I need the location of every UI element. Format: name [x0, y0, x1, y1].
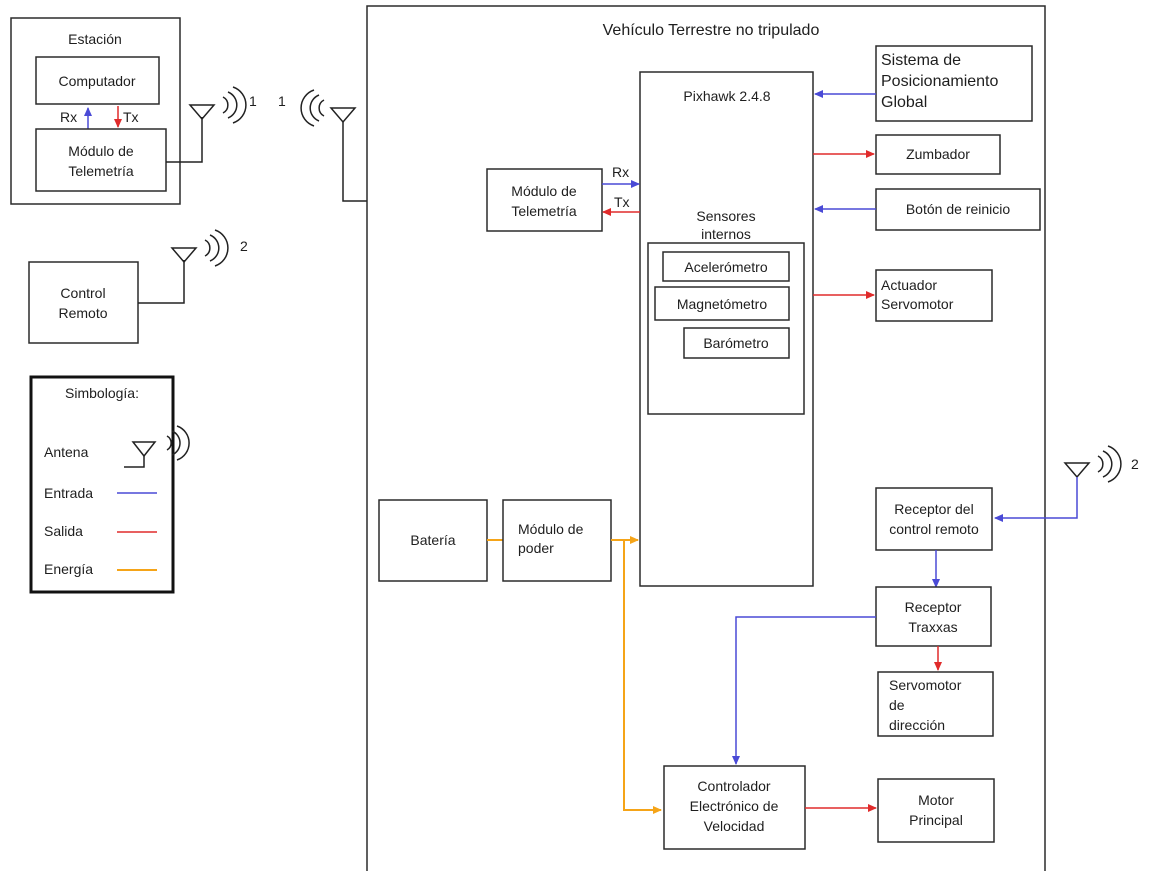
- vehicle-telemetry-box: [486, 168, 603, 232]
- rc-receiver-input-arrow: [994, 477, 1078, 522]
- gps-box: [875, 45, 1033, 122]
- wave-icon: [318, 99, 325, 117]
- antenna-icon: [1063, 462, 1091, 479]
- steering-servo-line1: Servomotor: [889, 677, 962, 693]
- legend-label-input: Entrada: [44, 485, 93, 501]
- antenna-label-2-right: 2: [1131, 456, 1139, 472]
- power-module-line1: Módulo de: [518, 521, 584, 537]
- antenna-icon: [188, 104, 216, 121]
- gps-line3: Global: [881, 94, 927, 111]
- antenna-label-2-left: 2: [240, 238, 248, 254]
- remote-antenna-wire: [138, 260, 185, 304]
- legend-label-energy: Energía: [44, 561, 93, 577]
- remote-control-line2: Remoto: [58, 305, 107, 321]
- station-rx-label: Rx: [60, 109, 77, 125]
- battery-box: [378, 499, 488, 582]
- rc-receiver-line2: control remoto: [889, 521, 979, 537]
- esc-line3: Velocidad: [704, 818, 765, 834]
- power-to-esc-arrow: [623, 540, 662, 814]
- magnetometer-box: [654, 286, 790, 321]
- steering-servo-line3: dirección: [889, 717, 945, 733]
- esc-line1: Controlador: [697, 778, 770, 794]
- reset-button-label: Botón de reinicio: [906, 201, 1011, 217]
- wave-icon: [166, 435, 172, 451]
- vehicle-rx-label: Rx: [612, 164, 629, 180]
- wave-icon: [222, 96, 229, 114]
- wave-icon: [204, 239, 211, 257]
- station-telemetry-line2: Telemetría: [68, 163, 134, 179]
- legend-title: Simbología:: [65, 385, 139, 401]
- battery-label: Batería: [410, 532, 455, 548]
- vehicle-tx-label: Tx: [614, 194, 630, 210]
- legend: Simbología: Antena Entrada Salida Energí…: [29, 375, 190, 594]
- esc-line2: Electrónico de: [690, 798, 779, 814]
- esc-box: [663, 765, 806, 850]
- power-module-line2: poder: [518, 540, 554, 556]
- vehicle-telemetry-line1: Módulo de: [511, 183, 577, 199]
- reset-button-box: [875, 188, 1041, 231]
- pixhawk-label: Pixhawk 2.4.8: [683, 88, 770, 104]
- vehicle-antenna-2: 2: [994, 445, 1139, 522]
- accelerometer-label: Acelerómetro: [684, 259, 767, 275]
- legend-label-output: Salida: [44, 523, 83, 539]
- antenna-label-1-left: 1: [249, 93, 257, 109]
- station-computer-label: Computador: [58, 73, 135, 89]
- rc-receiver-line1: Receptor del: [894, 501, 973, 517]
- station-computer-box: [35, 56, 160, 105]
- traxxas-box: [875, 586, 992, 647]
- steering-servo-line2: de: [889, 697, 905, 713]
- legend-antenna-icon: [131, 441, 157, 458]
- traxxas-to-esc-arrow: [732, 616, 876, 765]
- actuator-line2: Servomotor: [881, 296, 954, 312]
- remote-control-box: [28, 261, 139, 344]
- remote-control-line1: Control: [60, 285, 105, 301]
- legend-box: [29, 375, 175, 594]
- station-antenna-1: 1: [166, 86, 257, 163]
- station-telemetry-line1: Módulo de: [68, 143, 134, 159]
- legend-label-antenna: Antena: [44, 444, 89, 460]
- gps-line2: Posicionamiento: [881, 73, 999, 90]
- station-tx-label: Tx: [123, 109, 139, 125]
- power-module-box: [502, 499, 612, 582]
- barometer-label: Barómetro: [703, 335, 769, 351]
- traxxas-line2: Traxxas: [908, 619, 957, 635]
- buzzer-box: [875, 134, 1001, 175]
- actuator-line1: Actuador: [881, 277, 937, 293]
- vehicle-telemetry-group: Módulo de Telemetría Rx Tx: [486, 164, 640, 232]
- magnetometer-label: Magnetómetro: [677, 296, 767, 312]
- actuator-box: [875, 269, 993, 322]
- station-antenna-wire: [166, 117, 203, 163]
- station-telemetry-box: [35, 128, 167, 192]
- remote-control-group: Control Remoto 2: [28, 229, 248, 344]
- accelerometer-box: [662, 251, 790, 282]
- pixhawk-group: Pixhawk 2.4.8 Sensores internos Aceleróm…: [639, 71, 814, 587]
- gps-line1: Sistema de: [881, 52, 961, 69]
- traxxas-line1: Receptor: [905, 599, 962, 615]
- vehicle-title: Vehículo Terrestre no tripulado: [603, 22, 820, 39]
- station-group: Estación Computador Rx Tx Módulo de Tele…: [10, 17, 181, 205]
- sensors-title-line1: Sensores: [696, 208, 755, 224]
- main-motor-line1: Motor: [918, 792, 954, 808]
- antenna-icon: [170, 247, 198, 264]
- rc-receiver-box: [875, 487, 993, 551]
- antenna-label-1-right: 1: [278, 93, 286, 109]
- main-motor-box: [877, 778, 995, 843]
- steering-servo-box: [877, 671, 994, 737]
- wave-icon: [1097, 455, 1104, 473]
- antenna-icon: [329, 107, 357, 124]
- barometer-box: [683, 327, 790, 359]
- sensors-title-line2: internos: [701, 226, 751, 242]
- vehicle-telemetry-line2: Telemetría: [511, 203, 577, 219]
- buzzer-label: Zumbador: [906, 146, 970, 162]
- station-title: Estación: [68, 31, 122, 47]
- main-motor-line2: Principal: [909, 812, 963, 828]
